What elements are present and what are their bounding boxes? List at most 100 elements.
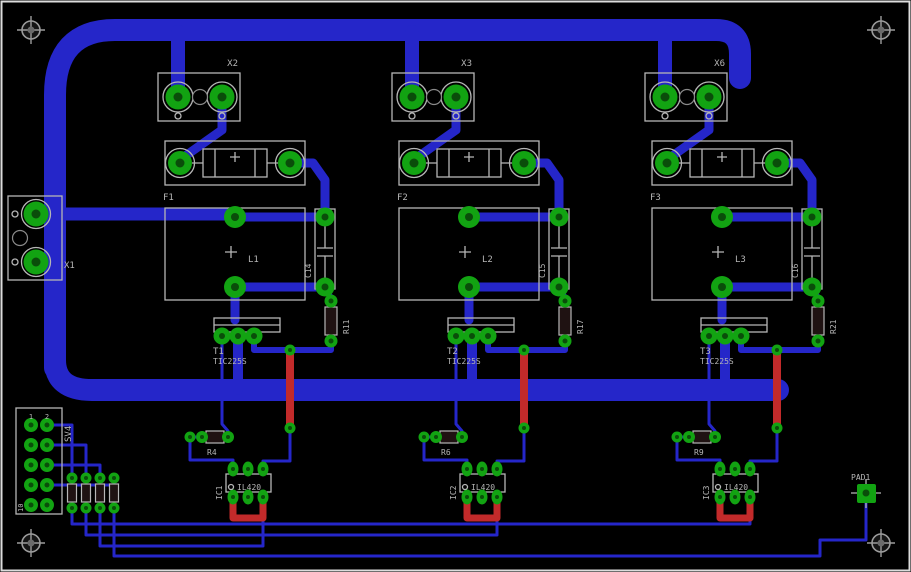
pad1-label: PAD1 [851, 473, 870, 482]
resistor-body [66, 483, 78, 503]
silk-mark [705, 112, 713, 120]
cap-label: C14 [304, 263, 313, 278]
cap-label: C16 [791, 263, 800, 278]
cap-plates [551, 225, 567, 279]
optocoupler[interactable]: IL420 IC2 [449, 461, 506, 505]
connector-hole [678, 88, 696, 106]
sv4-pin2-label: 2 [45, 413, 49, 421]
fuse[interactable]: F3 [650, 140, 793, 203]
triac-label: T1 [213, 347, 224, 357]
connector-outline [157, 72, 241, 122]
silk-mark [174, 112, 182, 120]
resistor-body [205, 430, 225, 444]
load[interactable]: L2 [398, 206, 540, 301]
mounting-hole [867, 16, 895, 44]
trace-neutral-band[interactable] [44, 349, 789, 401]
trace-top-bus[interactable] [44, 19, 751, 379]
trace-via-to-ic[interactable] [261, 426, 292, 471]
plus-mark [459, 246, 471, 258]
pad-ring [398, 147, 430, 179]
capacitor[interactable]: C15 [538, 207, 570, 297]
connector-hole [11, 229, 29, 247]
load[interactable]: L1 [164, 206, 306, 301]
cap-plates [317, 225, 333, 279]
via[interactable] [284, 344, 296, 356]
load-label: L3 [735, 255, 746, 265]
channel: X6 F3 L3 C16 [644, 25, 839, 522]
fuse[interactable]: F2 [397, 140, 540, 203]
plus-mark [225, 246, 237, 258]
mounting-hole [17, 529, 45, 557]
optocoupler-label: IC1 [215, 485, 224, 500]
pad1[interactable]: PAD1 [851, 473, 881, 508]
via[interactable] [284, 422, 296, 434]
channel: X3 F2 L2 C15 [391, 25, 586, 522]
plus-mark [712, 246, 724, 258]
copper-bottom-global [29, 19, 868, 558]
trace-mesh-5[interactable] [70, 499, 752, 526]
trace-mesh-1[interactable] [45, 423, 74, 479]
via[interactable] [518, 344, 530, 356]
header-outline [15, 407, 63, 515]
via[interactable] [418, 431, 430, 443]
pin1-mark [227, 483, 235, 491]
connector-outline [644, 72, 728, 122]
optocoupler-part-label: IL420 [237, 483, 261, 492]
via[interactable] [771, 344, 783, 356]
optocoupler-part-label: IL420 [471, 483, 495, 492]
load[interactable]: L3 [651, 206, 793, 301]
silk-mark [11, 258, 19, 266]
optocoupler-part-label: IL420 [724, 483, 748, 492]
optocoupler[interactable]: IL420 IC1 [215, 461, 272, 505]
capacitor[interactable]: C16 [791, 207, 823, 297]
resistor-body [94, 483, 106, 503]
trace-via-to-ic[interactable] [495, 426, 526, 471]
gate-resistor-label: R6 [441, 448, 451, 457]
snubber-resistor[interactable]: R21 [811, 294, 839, 348]
trace-mesh-6[interactable] [84, 499, 499, 537]
pad-ring [20, 246, 52, 278]
capacitor[interactable]: C14 [304, 207, 336, 297]
gate-resistor[interactable]: R4 [196, 430, 234, 457]
via[interactable] [184, 431, 196, 443]
optocoupler[interactable]: IL420 IC3 [702, 461, 759, 505]
connector-x1[interactable]: X1 [7, 195, 75, 281]
screw-terminal[interactable]: X2 [157, 59, 241, 122]
resistor-body [811, 306, 825, 336]
trace-mesh-7[interactable] [98, 499, 265, 548]
connector-label: X3 [461, 59, 472, 69]
resistor-bank[interactable] [66, 472, 120, 514]
screw-terminal[interactable]: X3 [391, 59, 475, 122]
sv4-label: SV4 [64, 426, 74, 442]
pad-ring [761, 147, 793, 179]
fuse[interactable]: F1 [163, 140, 306, 203]
snubber-resistor[interactable]: R11 [324, 294, 352, 348]
triac[interactable]: T1 TIC225S [213, 317, 281, 366]
via[interactable] [518, 422, 530, 434]
pad-ring [20, 198, 52, 230]
trace-top-ic[interactable] [229, 495, 267, 522]
cap-label: C15 [538, 263, 547, 278]
trace-mesh-2[interactable] [45, 443, 88, 479]
snubber-resistor[interactable]: R17 [558, 294, 586, 348]
trace-top-ic[interactable] [463, 495, 501, 522]
triac-part-label: TIC225S [213, 357, 247, 366]
resistor-body [324, 306, 338, 336]
gate-resistor[interactable]: R9 [683, 430, 721, 457]
gate-resistor-label: R4 [207, 448, 217, 457]
via[interactable] [771, 422, 783, 434]
gate-resistor[interactable]: R6 [430, 430, 468, 457]
trace-mesh-8[interactable] [112, 500, 868, 558]
snubber-resistor-label: R21 [829, 319, 838, 334]
screw-terminal[interactable]: X6 [644, 59, 728, 122]
trace-via-to-ic[interactable] [748, 426, 779, 471]
header-sv4[interactable]: 1 2 10 SV4 [15, 407, 74, 515]
optocoupler-label: IC3 [702, 485, 711, 500]
via[interactable] [671, 431, 683, 443]
triac[interactable]: T3 TIC225S [700, 317, 768, 366]
triac[interactable]: T2 TIC225S [447, 317, 515, 366]
silk-mark [452, 112, 460, 120]
trace-top-ic[interactable] [716, 495, 754, 522]
